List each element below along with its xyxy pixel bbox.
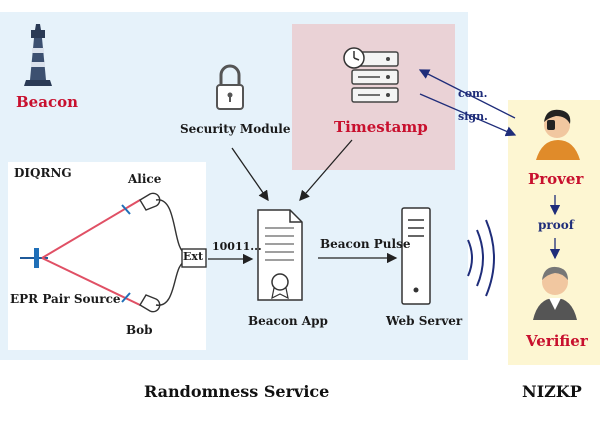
web-server-icon: [401, 207, 431, 305]
bob-polarizer: [121, 292, 131, 303]
timestamp-to-app-arrow: [299, 139, 353, 201]
prover-person-icon: [536, 109, 580, 160]
beacon-pulse-label: Beacon Pulse: [320, 237, 411, 251]
security-module-label: Security Module: [180, 122, 291, 136]
alice-detector: [139, 192, 161, 211]
alice-label: Alice: [128, 172, 162, 186]
ext-label: Ext: [183, 250, 204, 263]
proof-label: proof: [538, 218, 574, 232]
bits-label: 10011...: [212, 240, 262, 253]
timestamp-server-icon: [343, 47, 399, 103]
security-to-app-arrow: [231, 147, 269, 202]
com-label: com.: [458, 87, 488, 100]
bob-cable: [155, 261, 187, 306]
diqrng-label: DIQRNG: [14, 166, 72, 180]
beacon-label: Beacon: [16, 93, 78, 111]
epr-source-label: EPR Pair Source: [10, 292, 121, 306]
verifier-person-icon: [533, 266, 577, 320]
randomness-service-caption: Randomness Service: [144, 382, 330, 401]
beacon-app-label: Beacon App: [248, 314, 328, 328]
lighthouse-icon: [24, 24, 52, 86]
padlock-icon: [216, 64, 244, 110]
nizkp-caption: NIZKP: [522, 382, 582, 401]
prover-label: Prover: [528, 170, 584, 188]
com-arrow: [418, 69, 516, 119]
verifier-label: Verifier: [526, 332, 588, 350]
alice-polarizer: [121, 204, 131, 215]
sign-arrow: [419, 93, 517, 137]
alice-cable: [155, 199, 187, 255]
timestamp-label: Timestamp: [334, 118, 428, 136]
laser-to-bob: [41, 257, 141, 306]
laser-to-alice: [41, 199, 141, 259]
document-icon: [257, 209, 303, 301]
sign-label: sign.: [458, 110, 488, 123]
bob-label: Bob: [126, 323, 153, 337]
wireless-signal-icon: [467, 219, 495, 297]
ext-box: [181, 248, 207, 268]
diqrng-panel: [8, 162, 206, 350]
bob-detector: [139, 294, 161, 313]
web-server-label: Web Server: [386, 314, 463, 328]
